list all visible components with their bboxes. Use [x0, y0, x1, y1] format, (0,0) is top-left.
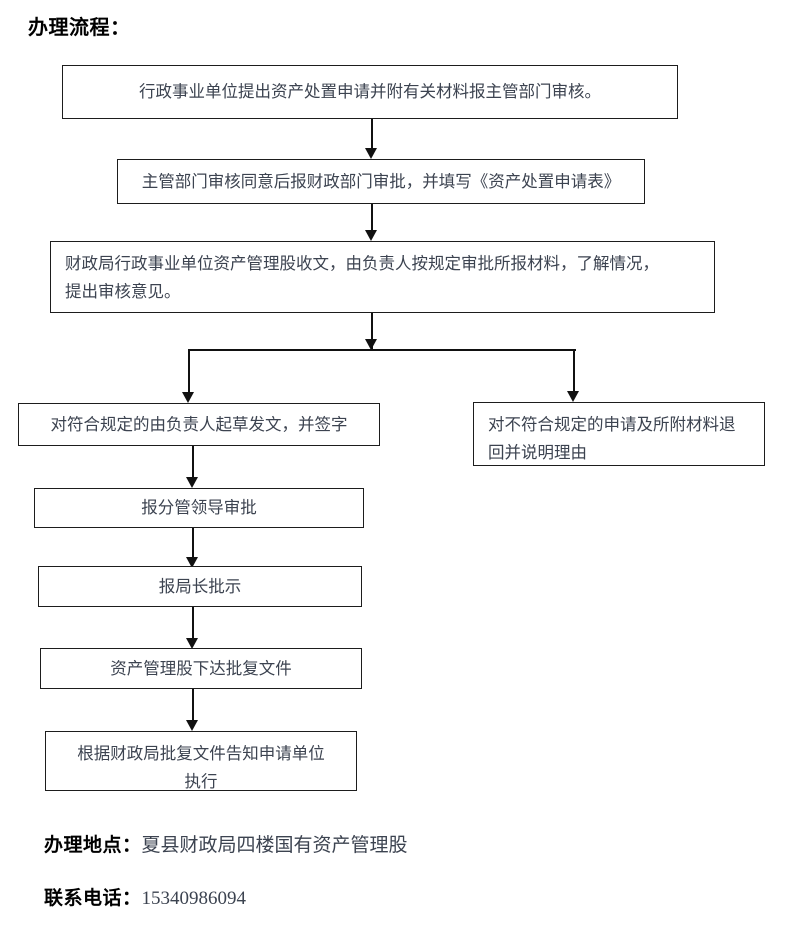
- connector-deputy-to-director: [192, 528, 195, 560]
- flow-box-conform: 对符合规定的由负责人起草发文，并签字: [18, 403, 380, 446]
- connector-conform-to-deputy: [192, 446, 195, 480]
- contact-phone-label: 联系电话：: [44, 888, 142, 909]
- flow-box-conform-text: 对符合规定的由负责人起草发文，并签字: [50, 414, 348, 434]
- arrow-head-deputy-to-director: [186, 557, 198, 568]
- page-title: 办理流程：: [28, 17, 131, 39]
- flow-box-deputy-text: 报分管领导审批: [141, 498, 257, 517]
- contact-phone-value: 15340986094: [141, 888, 247, 909]
- flow-box-review-text: 主管部门审核同意后报财政部门审批，并填写《资产处置申请表》: [141, 171, 621, 191]
- arrow-head-issue-to-notify: [186, 720, 198, 731]
- flow-box-nonconform: 对不符合规定的申请及所附材料退 回并说明理由: [473, 402, 765, 466]
- flow-box-receive: 财政局行政事业单位资产管理股收文，由负责人按规定审批所报材料，了解情况， 提出审…: [50, 241, 715, 313]
- arrow-head-to-conform: [182, 392, 194, 403]
- service-location-line: 办理地点：夏县财政局四楼国有资产管理股: [44, 833, 408, 859]
- flow-box-apply: 行政事业单位提出资产处置申请并附有关材料报主管部门审核。: [62, 65, 678, 119]
- flow-box-notify-unit-text: 根据财政局批复文件告知申请单位 执行: [77, 744, 325, 791]
- connector-director-to-issue: [192, 607, 195, 641]
- arrow-head-director-to-issue: [186, 638, 198, 649]
- flow-box-review: 主管部门审核同意后报财政部门审批，并填写《资产处置申请表》: [117, 159, 645, 204]
- flow-box-apply-text: 行政事业单位提出资产处置申请并附有关材料报主管部门审核。: [139, 82, 601, 101]
- connector-receive-down: [371, 313, 374, 351]
- connector-split-right: [573, 349, 576, 393]
- flow-box-deputy: 报分管领导审批: [34, 488, 364, 528]
- arrow-head-receive-split: [365, 339, 377, 350]
- service-location-value: 夏县财政局四楼国有资产管理股: [141, 835, 408, 856]
- arrow-head-review-to-receive: [365, 230, 377, 241]
- flow-box-nonconform-text: 对不符合规定的申请及所附材料退 回并说明理由: [488, 415, 736, 462]
- flow-box-issue-reply-text: 资产管理股下达批复文件: [110, 658, 292, 678]
- arrow-head-to-nonconform: [567, 391, 579, 402]
- contact-phone-line: 联系电话：15340986094: [44, 886, 246, 912]
- connector-review-to-receive: [371, 204, 374, 232]
- flow-box-director: 报局长批示: [38, 566, 362, 607]
- flow-box-notify-unit: 根据财政局批复文件告知申请单位 执行: [45, 731, 357, 791]
- flow-box-receive-text: 财政局行政事业单位资产管理股收文，由负责人按规定审批所报材料，了解情况， 提出审…: [65, 254, 659, 301]
- arrow-head-conform-to-deputy: [186, 477, 198, 488]
- connector-split-bar: [188, 349, 576, 352]
- service-location-label: 办理地点：: [44, 835, 142, 856]
- arrow-head-apply-to-review: [365, 148, 377, 159]
- connector-apply-to-review: [371, 119, 374, 150]
- connector-issue-to-notify: [192, 689, 195, 723]
- connector-split-left: [188, 349, 191, 394]
- flow-box-director-text: 报局长批示: [158, 576, 242, 596]
- flow-box-issue-reply: 资产管理股下达批复文件: [40, 648, 362, 689]
